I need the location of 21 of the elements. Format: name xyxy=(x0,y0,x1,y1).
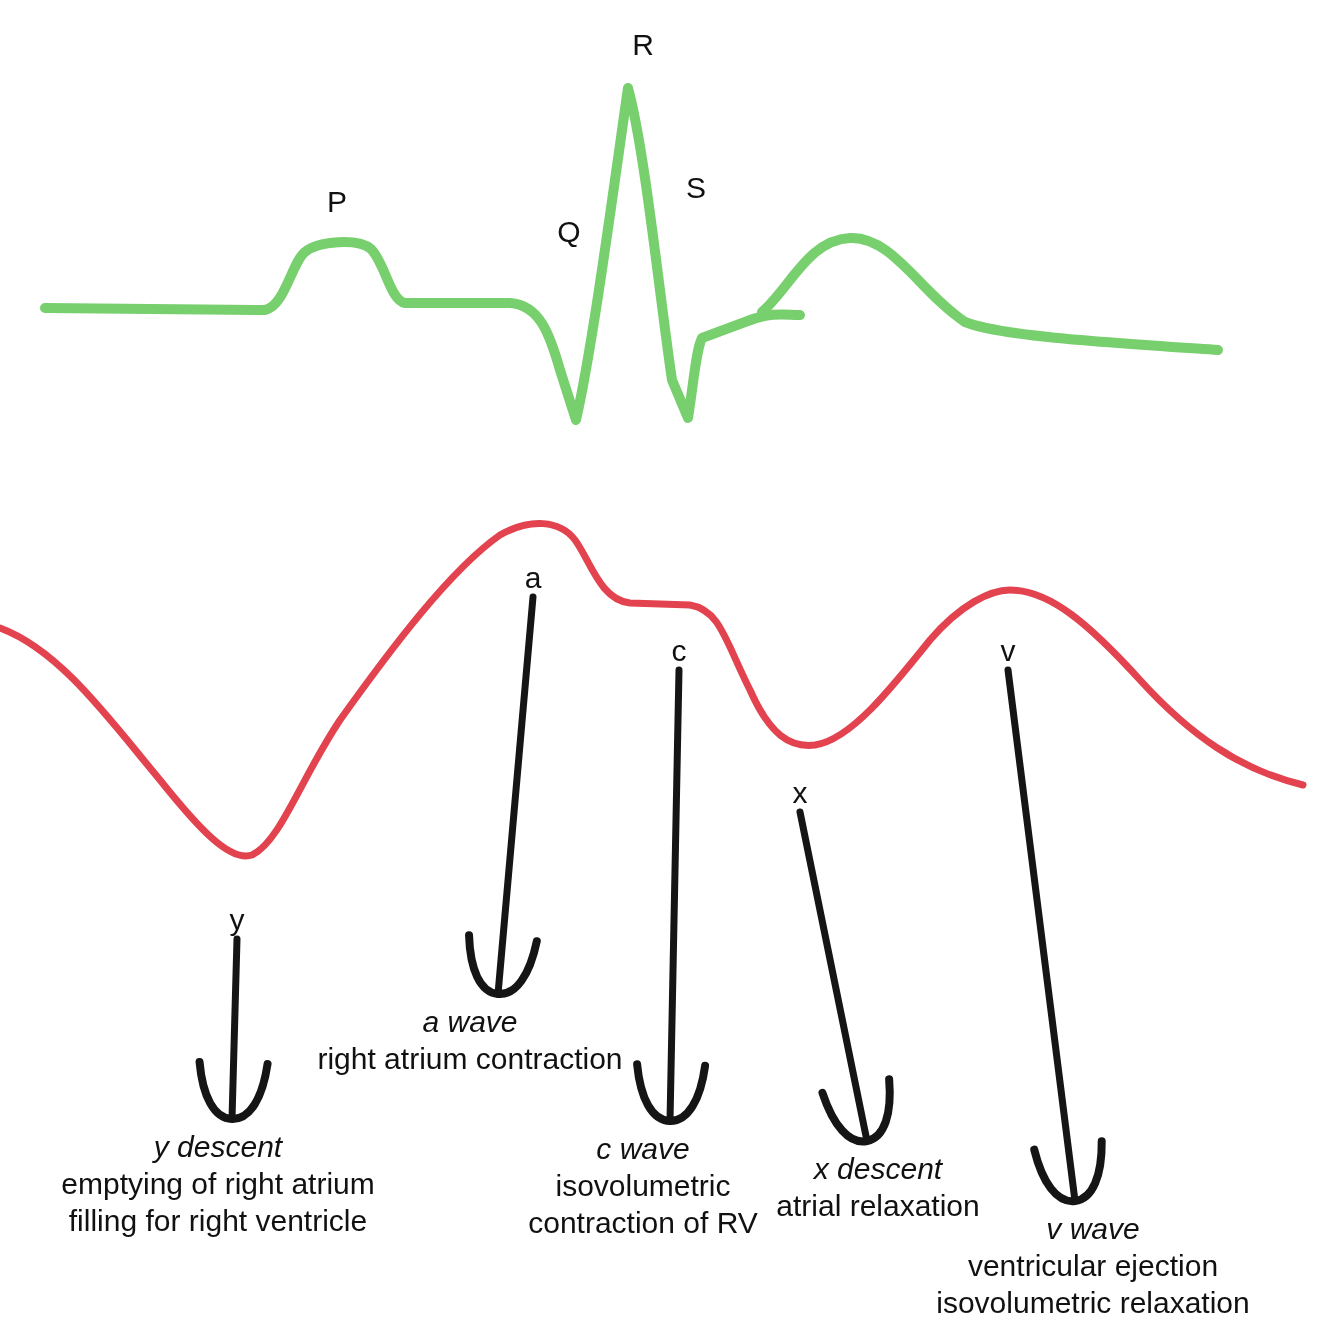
annotation-text: isovolumetric relaxation xyxy=(936,1285,1250,1321)
annotation-heading: x descent xyxy=(813,1151,943,1187)
annotation-text: atrial relaxation xyxy=(776,1188,980,1224)
annotation-text: filling for right ventricle xyxy=(68,1203,368,1239)
annotation-heading: y descent xyxy=(153,1129,283,1165)
annotation-heading: a wave xyxy=(422,1004,518,1040)
wave-label: Q xyxy=(557,217,581,247)
wave-label: R xyxy=(632,30,654,60)
wave-label: x xyxy=(792,778,808,808)
annotation-heading: c wave xyxy=(596,1131,690,1167)
annotation-text: emptying of right atrium xyxy=(61,1166,375,1202)
annotation-text: isovolumetric contraction of RV xyxy=(527,1168,759,1241)
wave-label: a xyxy=(524,563,542,593)
wave-label: S xyxy=(686,173,706,203)
wave-label: c xyxy=(671,636,687,666)
wave-label: P xyxy=(327,187,347,217)
annotation-text: right atrium contraction xyxy=(317,1041,623,1077)
wave-label: v xyxy=(1000,636,1016,666)
annotation-heading: v wave xyxy=(1046,1211,1140,1247)
wave-label: y xyxy=(229,905,245,935)
annotation-text: ventricular ejection xyxy=(967,1248,1219,1284)
